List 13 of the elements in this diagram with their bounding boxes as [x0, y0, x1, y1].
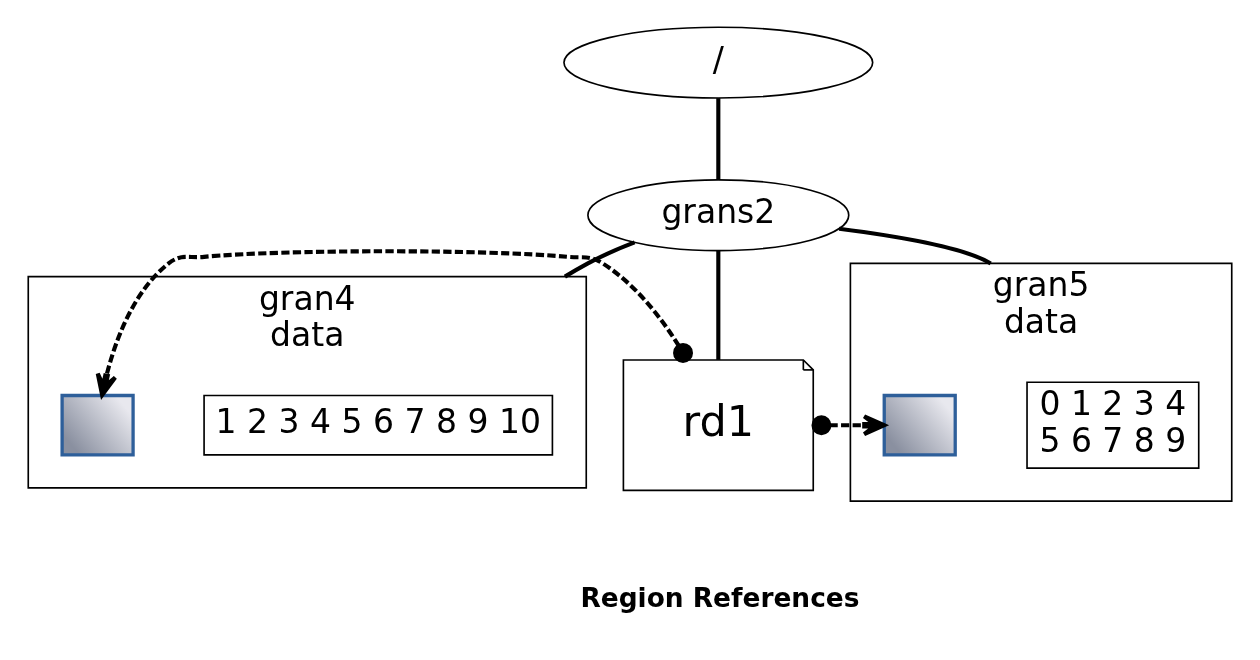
node-box: 1 2 3 4 5 6 7 8 9 10	[203, 394, 554, 456]
label: Region References	[580, 582, 860, 614]
arrow	[95, 249, 693, 398]
arrow	[811, 414, 887, 437]
connector	[838, 226, 992, 266]
node-ellipse: /	[563, 26, 874, 99]
node-box	[60, 393, 135, 457]
node-box	[882, 393, 957, 457]
node-ellipse: grans2	[587, 179, 850, 252]
node-box: 0 1 2 3 4 5 6 7 8 9	[1026, 381, 1200, 469]
connector	[716, 250, 721, 360]
connector	[563, 240, 636, 279]
connector	[716, 98, 721, 180]
